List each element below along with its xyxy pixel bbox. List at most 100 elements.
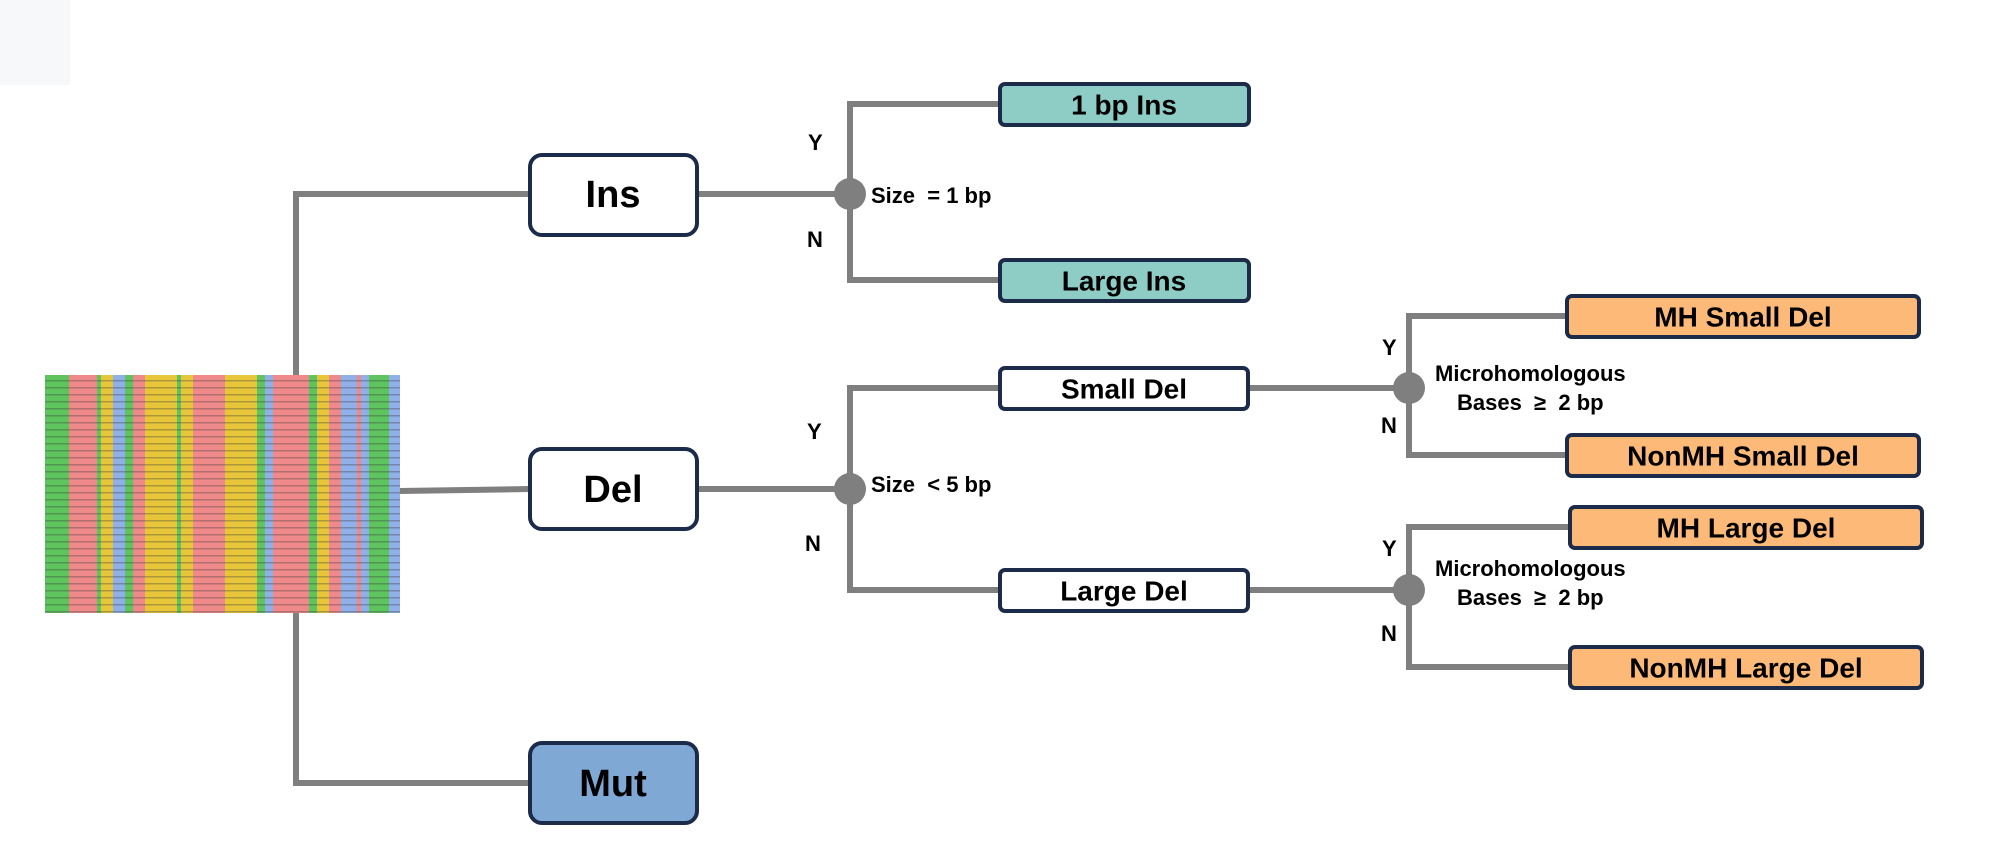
node-mh-large-del-label: MH Large Del: [1657, 513, 1836, 544]
alignment-row-line: [45, 548, 400, 550]
large-del-yes-label: Y: [1382, 536, 1397, 561]
alignment-column: [265, 375, 269, 613]
decision-node-large-del-mh: [1393, 574, 1425, 606]
alignment-column: [257, 375, 261, 613]
alignment-column: [289, 375, 293, 613]
node-mut[interactable]: Mut: [528, 741, 699, 825]
alignment-column: [301, 375, 305, 613]
alignment-column: [137, 375, 141, 613]
alignment-row-line: [45, 450, 400, 452]
node-nonmh-large-del-label: NonMH Large Del: [1629, 653, 1862, 684]
alignment-column: [61, 375, 65, 613]
alignment-row-line: [45, 394, 400, 396]
node-mh-large-del[interactable]: MH Large Del: [1568, 505, 1924, 550]
node-large-del[interactable]: Large Del: [998, 568, 1250, 613]
node-del-label: Del: [583, 469, 642, 511]
node-nonmh-large-del[interactable]: NonMH Large Del: [1568, 645, 1924, 690]
alignment-column: [357, 375, 361, 613]
alignment-column: [285, 375, 289, 613]
corner-shade: [0, 0, 70, 85]
alignment-column: [241, 375, 245, 613]
alignment-column: [269, 375, 273, 613]
connectors: [293, 101, 1570, 786]
alignment-row-line: [45, 534, 400, 536]
alignment-column: [217, 375, 221, 613]
alignment-column: [197, 375, 201, 613]
alignment-column: [97, 375, 101, 613]
alignment-column: [209, 375, 213, 613]
alignment-row-line: [45, 408, 400, 410]
del-no-label: N: [805, 531, 821, 556]
alignment-row-line: [45, 562, 400, 564]
alignment-column: [341, 375, 345, 613]
alignment-column: [377, 375, 381, 613]
alignment-column: [365, 375, 369, 613]
alignment-row-line: [45, 590, 400, 592]
small-del-no-label: N: [1381, 413, 1397, 438]
alignment-column: [129, 375, 133, 613]
alignment-column: [297, 375, 301, 613]
connector-small-del-yes: [1406, 313, 1567, 388]
alignment-column: [205, 375, 209, 613]
alignment-column: [213, 375, 217, 613]
connector-large-del-yes: [1406, 524, 1570, 590]
alignment-column: [177, 375, 181, 613]
alignment-column: [81, 375, 85, 613]
connector-root-del: [399, 486, 531, 494]
alignment-column: [189, 375, 193, 613]
alignment-column: [333, 375, 337, 613]
large-del-no-label: N: [1381, 621, 1397, 646]
node-large-del-label: Large Del: [1060, 576, 1188, 607]
alignment-column: [165, 375, 169, 613]
alignment-column: [101, 375, 105, 613]
large-del-mh-condition-line1: Microhomologous: [1435, 556, 1626, 581]
alignment-column: [229, 375, 233, 613]
alignment-column: [321, 375, 325, 613]
small-del-mh-condition-line2: Bases ≥ 2 bp: [1457, 390, 1604, 415]
alignment-row-line: [45, 555, 400, 557]
alignment-column: [245, 375, 249, 613]
alignment-row-line: [45, 471, 400, 473]
alignment-column: [313, 375, 317, 613]
alignment-column: [193, 375, 197, 613]
alignment-column: [65, 375, 69, 613]
alignment-row-line: [45, 457, 400, 459]
connector-ins-no: [847, 194, 1000, 283]
connector-ins-yes: [847, 101, 1000, 194]
alignment-column: [173, 375, 177, 613]
alignment-column: [261, 375, 265, 613]
alignment-column: [389, 375, 393, 613]
alignment-column: [325, 375, 329, 613]
node-mut-label: Mut: [579, 763, 647, 805]
alignment-column: [109, 375, 113, 613]
alignment-column: [309, 375, 313, 613]
alignment-row-line: [45, 485, 400, 487]
node-large-ins[interactable]: Large Ins: [998, 258, 1251, 303]
alignment-row-line: [45, 513, 400, 515]
alignment-column: [57, 375, 61, 613]
node-ins[interactable]: Ins: [528, 153, 699, 237]
alignment-column: [305, 375, 309, 613]
alignment-column: [373, 375, 377, 613]
alignment-column: [73, 375, 77, 613]
del-yes-label: Y: [807, 419, 822, 444]
alignment-column: [293, 375, 297, 613]
connector-del-yes: [847, 385, 1000, 489]
ins-size-condition: Size = 1 bp: [871, 183, 991, 208]
alignment-row-line: [45, 422, 400, 424]
node-nonmh-small-del[interactable]: NonMH Small Del: [1565, 433, 1921, 478]
node-small-del[interactable]: Small Del: [998, 366, 1250, 411]
large-del-mh-condition-line2: Bases ≥ 2 bp: [1457, 585, 1604, 610]
alignment-column: [69, 375, 73, 613]
node-1bp-ins[interactable]: 1 bp Ins: [998, 82, 1251, 127]
alignment-row-line: [45, 380, 400, 382]
alignment-column: [237, 375, 241, 613]
alignment-row-line: [45, 429, 400, 431]
alignment-column: [393, 375, 397, 613]
ins-no-label: N: [807, 227, 823, 252]
alignment-row-line: [45, 436, 400, 438]
alignment-column: [249, 375, 253, 613]
alignment-column: [157, 375, 161, 613]
node-del[interactable]: Del: [528, 447, 699, 531]
node-mh-small-del[interactable]: MH Small Del: [1565, 294, 1921, 339]
